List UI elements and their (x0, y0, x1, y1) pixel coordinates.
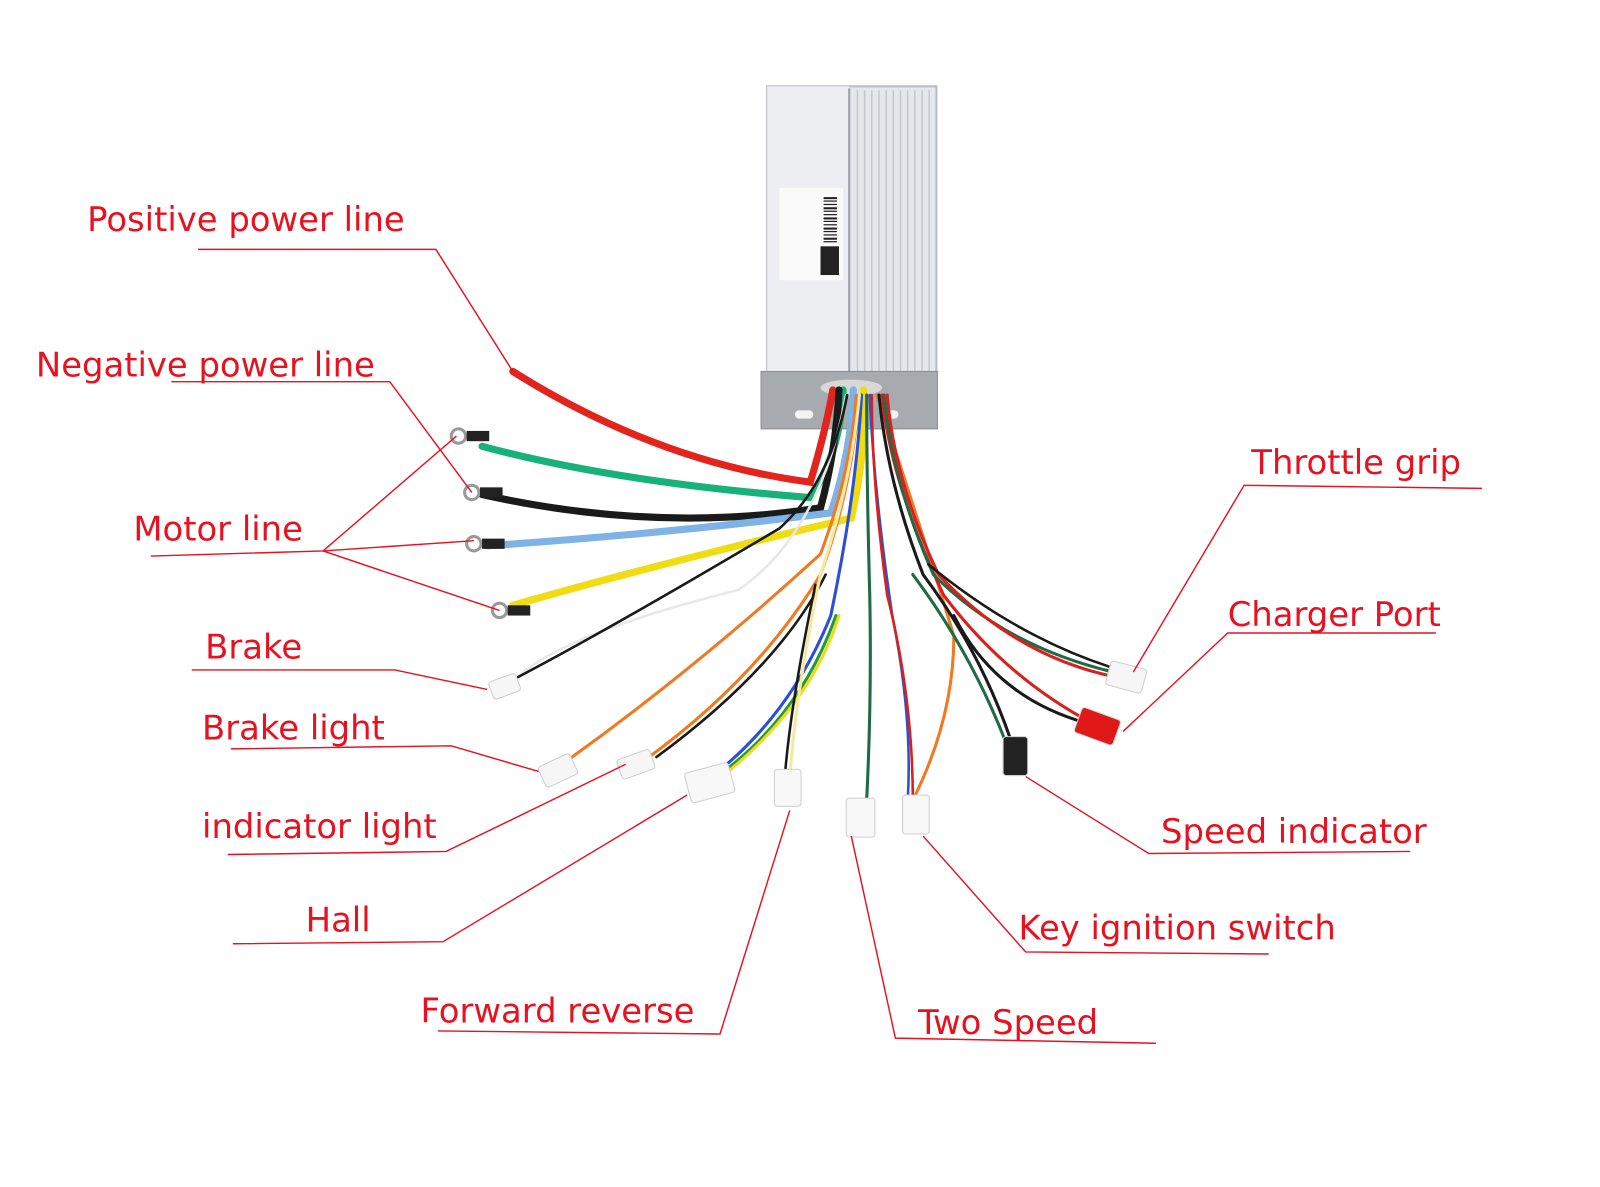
barcode-bar (823, 210, 837, 212)
barcode-bar (823, 224, 837, 226)
terminal-sleeve (507, 605, 531, 616)
barcode-bar (823, 234, 837, 236)
forward-reverse-connector (773, 768, 802, 807)
controller-housing (760, 85, 938, 430)
leader-line (1132, 484, 1483, 673)
label-throttle-grip: Throttle grip (1132, 443, 1483, 673)
motor-ring-terminal (465, 535, 483, 553)
barcode-bar (823, 237, 837, 240)
barcode (823, 197, 837, 243)
barcode-bar (823, 214, 837, 216)
brake-light-connector (537, 753, 579, 788)
label-text: Speed indicator (1161, 812, 1427, 851)
charger-wire-black (952, 614, 1089, 725)
barcode-bar (823, 200, 837, 202)
label-speed-indicator: Speed indicator (1025, 775, 1427, 855)
leader-line (1025, 775, 1411, 855)
speed-indicator-connector (1002, 736, 1029, 777)
throttle-grip-connector (1105, 660, 1147, 694)
brake-light-wire (567, 393, 858, 761)
label-text: Two Speed (917, 1003, 1098, 1042)
forward-reverse-wire-yellow (788, 393, 862, 782)
hall-wire-blue (706, 393, 864, 782)
barcode-bar (823, 207, 837, 210)
label-hall: Hall (232, 794, 688, 945)
throttle-wire-red (885, 393, 1118, 679)
terminal-sleeve (482, 538, 505, 549)
label-motor-line: Motor line (133, 435, 500, 612)
leader-line (922, 835, 1269, 955)
label-brake: Brake (191, 628, 488, 691)
charger-wire-red (880, 393, 1094, 725)
terminal-sleeve (466, 430, 490, 442)
motor-yellow-wire (509, 386, 868, 609)
leader-line (1122, 632, 1436, 732)
label-text: Throttle grip (1250, 443, 1461, 482)
speed-indicator-wire (877, 393, 1017, 756)
label-text: Positive power line (87, 200, 405, 239)
terminal-sleeve (480, 487, 503, 498)
heatsink-fins (856, 90, 930, 380)
label-negative-power-line: Negative power line (36, 346, 473, 493)
hall-connector (684, 762, 736, 804)
label-positive-power-line: Positive power line (87, 200, 514, 372)
barcode-bar (823, 220, 837, 223)
leader-line (232, 794, 688, 945)
leader-line (322, 550, 500, 612)
brake-wire-white (511, 393, 848, 684)
leader-line (197, 248, 514, 372)
label-text: Negative power line (36, 346, 375, 385)
label-text: Hall (306, 900, 371, 939)
label-text: Forward reverse (421, 992, 695, 1031)
connectors (449, 427, 1147, 838)
leader-line (227, 763, 626, 856)
leader-line (850, 835, 1156, 1044)
label-forward-reverse: Forward reverse (421, 810, 791, 1035)
two-speed-connector (845, 797, 876, 838)
two-speed-wire-red (870, 393, 915, 802)
label-text: Charger Port (1228, 595, 1441, 634)
label-brake-light: Brake light (202, 709, 539, 773)
barcode-bar (823, 227, 837, 230)
two-speed-wire-green (865, 393, 872, 802)
charger-port-connector (1073, 707, 1121, 746)
brake-connector (488, 673, 521, 700)
qr-code (820, 246, 839, 276)
barcode-bar (823, 203, 837, 206)
motor-ring-terminal (449, 427, 468, 445)
negative-ring-terminal (463, 483, 481, 502)
leader-line (230, 745, 539, 773)
label-text: Brake light (202, 709, 385, 748)
barcode-bar (823, 217, 837, 220)
hall-wire-green (711, 614, 838, 782)
leader-line (171, 380, 473, 493)
leader-line (437, 810, 791, 1035)
wire-harness (478, 367, 1118, 802)
barcode-bar (823, 230, 837, 233)
throttle-wire-green (882, 393, 1115, 674)
speed-indicator-wire-green (911, 572, 1012, 756)
label-text: Key ignition switch (1018, 909, 1335, 948)
label-text: Brake (205, 628, 302, 667)
motor-ring-terminal (490, 601, 509, 620)
leader-line (191, 669, 488, 691)
brake-wire-black (516, 393, 849, 679)
label-key-ignition-switch: Key ignition switch (922, 835, 1336, 955)
motor-blue-wire (483, 386, 857, 550)
key-ignition-connector (902, 794, 930, 835)
label-text: indicator light (202, 807, 437, 846)
leader-line (323, 539, 474, 552)
positive-wire (509, 367, 837, 487)
forward-reverse-wire-black (783, 583, 817, 781)
throttle-wire-black (926, 562, 1112, 669)
label-charger-port: Charger Port (1122, 595, 1441, 732)
barcode-bar (823, 241, 837, 243)
label-two-speed: Two Speed (850, 835, 1156, 1044)
label-text: Motor line (133, 510, 303, 549)
label-indicator-light: indicator light (202, 763, 626, 856)
barcode-bar (823, 197, 837, 200)
indicator-light-connector (616, 749, 656, 780)
